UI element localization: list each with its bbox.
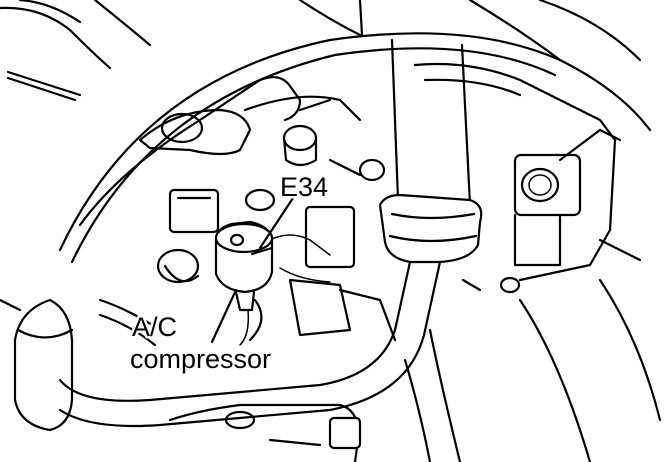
ac-refrigerant-pipe (0, 260, 442, 432)
right-bracket (413, 62, 642, 294)
upper-bracket (78, 75, 362, 227)
upper-left-hoses (0, 0, 152, 102)
middle-fittings (248, 205, 397, 342)
e34-connector (214, 220, 331, 346)
e34-leader-line (258, 193, 297, 250)
top-arc (58, 0, 652, 264)
ac-label-line1: A/C (132, 312, 177, 342)
left-components (156, 158, 386, 284)
lower-components (168, 278, 662, 462)
ac-label-line2: compressor (130, 344, 271, 374)
ac-compressor-leader-line (210, 288, 238, 344)
leader-lines (210, 193, 297, 344)
e34-label: E34 (280, 172, 328, 202)
vertical-hose (378, 38, 483, 264)
